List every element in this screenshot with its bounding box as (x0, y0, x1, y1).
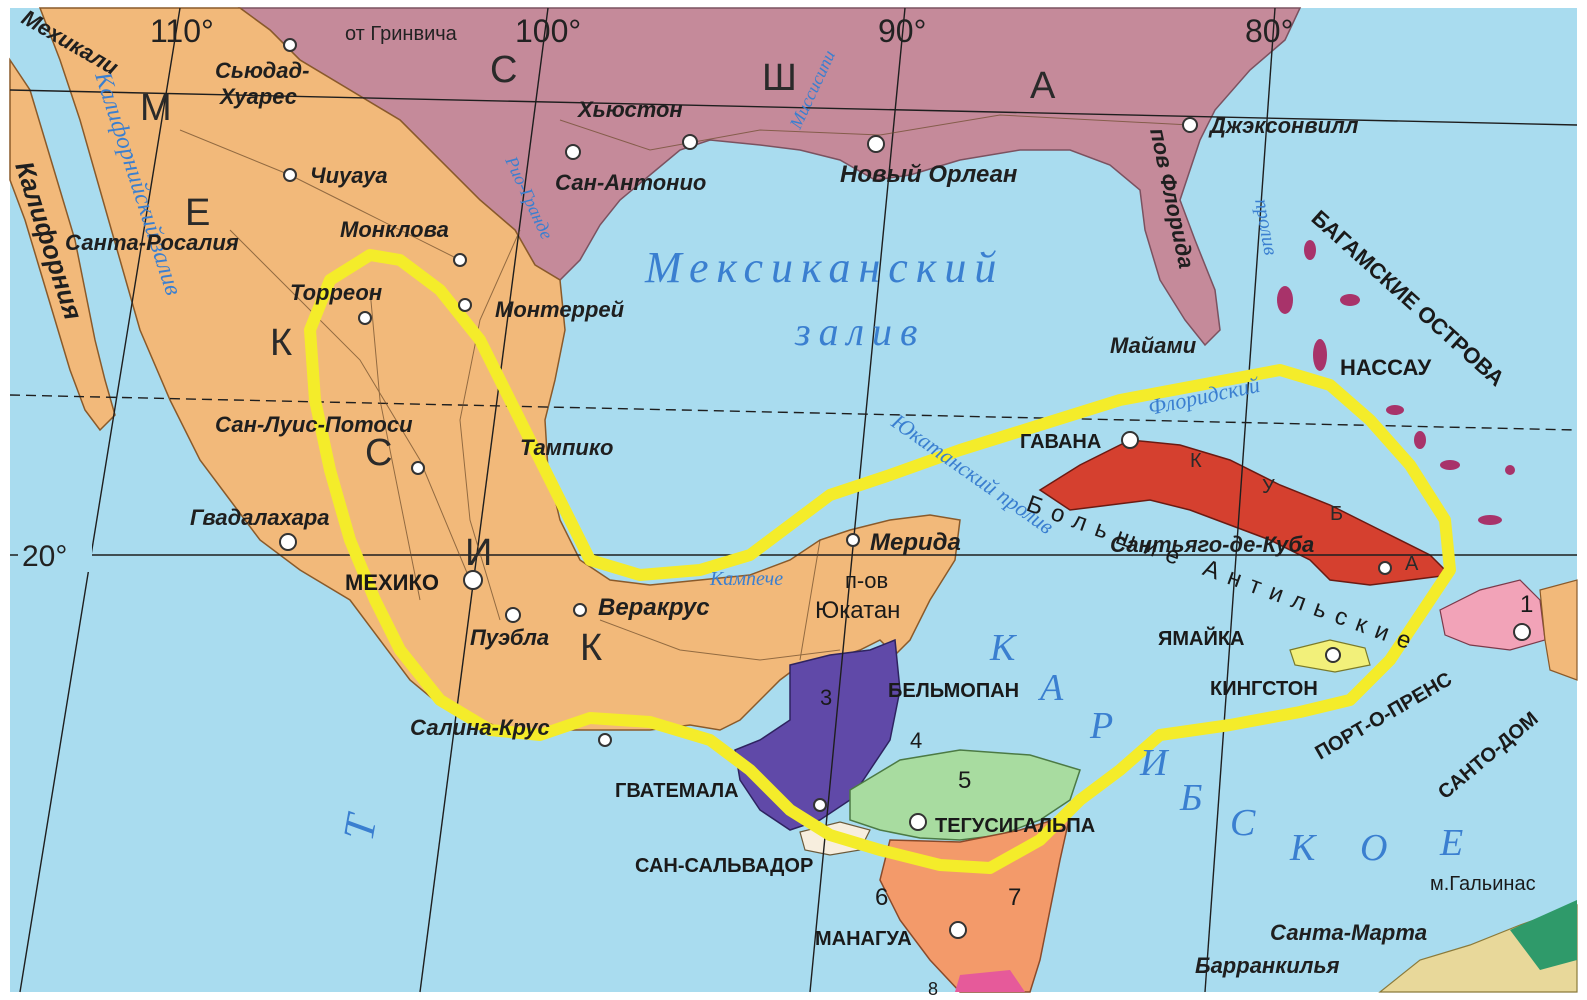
gulf-mexico-label-1: Мексиканский (644, 243, 1004, 292)
city-miami: Майами (1110, 333, 1197, 358)
grid-lines (9, 7, 1578, 993)
usa-letter-1: С (490, 49, 517, 91)
honduras-land (849, 749, 1081, 841)
internal-borders (179, 114, 1191, 661)
city-ciudad-juarez-1: Сьюдад- (215, 58, 309, 83)
caribbean-letter-9: Е (1439, 822, 1463, 864)
meridian-80-label: 80° (1245, 13, 1293, 49)
city-san-luis-potosi: Сан-Луис-Потоси (215, 412, 413, 437)
city-jacksonville: Джэксонвилл (1208, 113, 1359, 138)
baja-california-land (9, 57, 116, 432)
caribbean-letter-2: А (1037, 667, 1064, 709)
usa-letter-3: А (1030, 65, 1056, 107)
city-markers (279, 38, 1531, 939)
mexico-letter-6: К (580, 627, 602, 669)
city-tampico: Тампико (520, 435, 613, 460)
caribbean-letter-3: Р (1089, 705, 1113, 747)
bahamas-islands (1277, 240, 1515, 525)
city-ciudad-juarez-2: Хуарес (218, 84, 297, 109)
guatemala-belize-land (734, 638, 901, 831)
number-6: 6 (875, 884, 888, 911)
cuba-letter-3: Б (1330, 503, 1343, 525)
city-merida: Мерида (870, 529, 961, 556)
city-santa-rosalia: Санта-Росалия (65, 230, 239, 255)
dominican-land (1539, 579, 1578, 681)
number-5: 5 (958, 767, 971, 794)
cape-galinas: м.Гальинас (1430, 873, 1536, 895)
city-monclova: Монклова (340, 217, 449, 242)
meridian-110-label: 110° (150, 13, 214, 49)
city-monterrey: Монтеррей (495, 297, 625, 322)
venezuela-land (1510, 900, 1577, 970)
parallel-20-label: 20° (22, 540, 67, 573)
city-kingston: КИНГСТОН (1210, 678, 1318, 700)
meridian-100-label: 100° (515, 13, 581, 49)
city-jamaica: ЯМАЙКА (1158, 626, 1245, 650)
caribbean-letter-7: К (1289, 827, 1317, 869)
cuba-letter-2: У (1262, 476, 1275, 498)
number-4: 4 (910, 728, 922, 753)
costa-rica-land (955, 970, 1025, 992)
city-havana: ГАВАНА (1020, 431, 1101, 453)
number-7: 7 (1008, 884, 1021, 911)
gulf-mexico-label-2: залив (794, 309, 925, 354)
mexico-letter-2: Е (185, 192, 210, 234)
city-guadalajara: Гвадалахара (190, 505, 330, 530)
cuba-letter-1: К (1190, 450, 1202, 472)
city-chihuahua: Чиуауа (310, 163, 388, 188)
usa-letter-2: Ш (762, 57, 797, 99)
city-barranquilla: Барранкилья (1195, 953, 1340, 978)
cuba-land (1038, 439, 1452, 586)
number-1: 1 (1520, 591, 1533, 618)
city-veracruz: Веракрус (598, 594, 710, 621)
mexico-letter-4: С (365, 432, 392, 474)
number-8: 8 (928, 979, 938, 999)
caribbean-letter-4: И (1139, 742, 1170, 784)
yucatan-label-1: п-ов (845, 568, 888, 593)
city-salina-cruz: Салина-Крус (410, 715, 550, 740)
city-san-salvador: САН-САЛЬВАДОР (635, 855, 813, 877)
city-nassau: НАССАУ (1340, 355, 1432, 380)
campeche-label: Кампече (709, 568, 783, 590)
caribbean-letter-8: О (1360, 827, 1387, 869)
city-new-orleans: Новый Орлеан (840, 161, 1018, 188)
caribbean-letter-1: К (989, 627, 1017, 669)
city-mexico: МЕХИКО (345, 570, 439, 595)
highlight-outline (304, 249, 1456, 874)
city-santa-marta: Санта-Марта (1270, 920, 1427, 945)
city-san-antonio: Сан-Антонио (555, 170, 706, 195)
caribbean-letter-5: Б (1179, 777, 1202, 819)
city-tegucigalpa: ТЕГУСИГАЛЬПА (935, 815, 1095, 837)
city-managua: МАНАГУА (815, 928, 912, 950)
mexico-letter-1: М (140, 87, 172, 129)
city-guatemala: ГВАТЕМАЛА (615, 780, 739, 802)
mexico-letter-5: И (465, 532, 492, 574)
cuba-letter-4: А (1405, 553, 1419, 575)
city-puebla: Пуэбла (470, 625, 549, 650)
city-santiago: Сантьяго-де-Куба (1110, 532, 1314, 557)
city-torreon: Торреон (290, 280, 382, 305)
city-houston: Хьюстон (576, 97, 683, 122)
meridian-90-label: 90° (878, 13, 926, 49)
city-belmopan: БЕЛЬМОПАН (888, 680, 1019, 702)
yucatan-label-2: Юкатан (815, 597, 900, 624)
number-3: 3 (820, 685, 832, 710)
greenwich-label: от Гринвича (345, 23, 458, 45)
mexico-letter-3: К (270, 322, 292, 364)
caribbean-letter-6: С (1230, 802, 1256, 844)
